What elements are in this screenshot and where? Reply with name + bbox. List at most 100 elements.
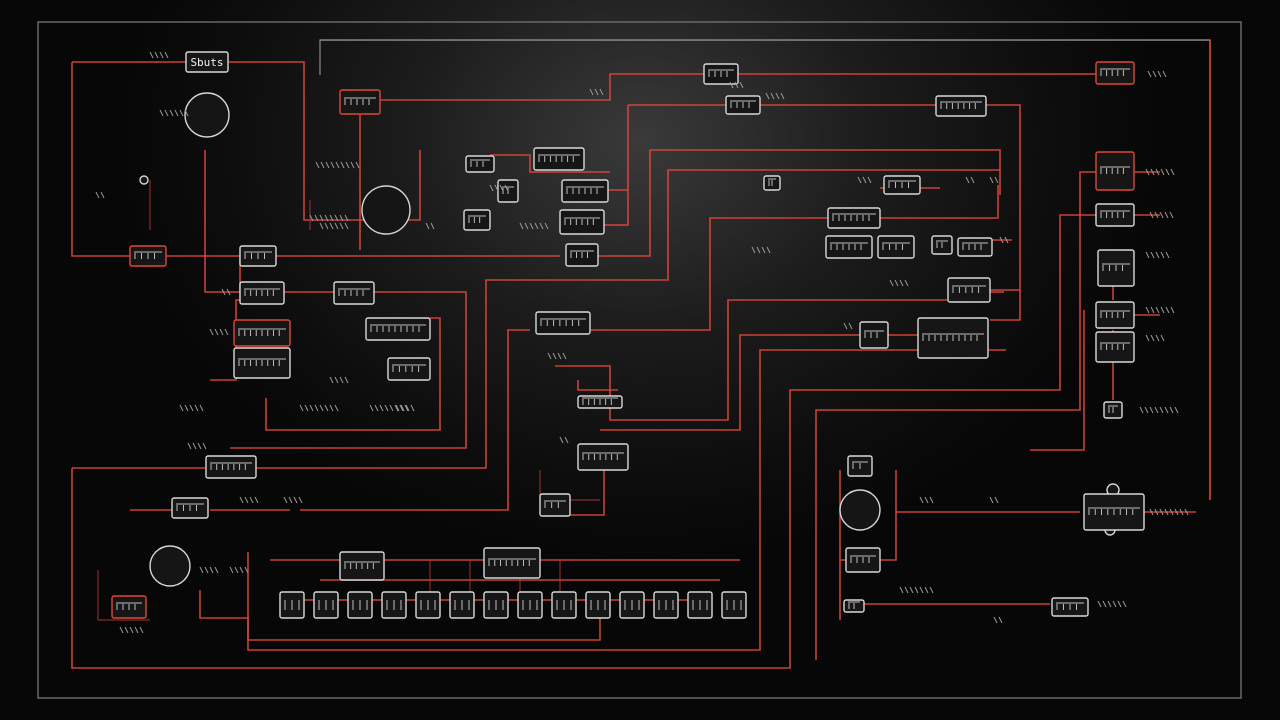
glyph-cluster bbox=[315, 161, 360, 169]
module-box bbox=[239, 281, 285, 305]
glyph-cluster bbox=[283, 496, 303, 504]
glyph-cluster bbox=[369, 404, 409, 412]
connector-module bbox=[415, 591, 441, 619]
glyph-cluster bbox=[919, 496, 934, 504]
module-box bbox=[859, 321, 889, 349]
glyph-cluster bbox=[489, 184, 509, 192]
circular-components bbox=[139, 92, 1120, 587]
module-box bbox=[947, 277, 991, 303]
module-box bbox=[535, 311, 591, 335]
glyph-cluster bbox=[999, 236, 1009, 244]
glyph-cluster bbox=[519, 222, 549, 230]
glyph-cluster bbox=[1145, 168, 1175, 176]
component-title-label: Sbuts bbox=[190, 56, 223, 69]
title-component-box: Sbuts bbox=[185, 51, 229, 73]
module-box bbox=[559, 209, 605, 235]
module-box bbox=[463, 209, 491, 231]
module-box bbox=[339, 551, 385, 581]
module-box bbox=[877, 235, 915, 259]
module-box bbox=[483, 547, 541, 579]
glyph-cluster bbox=[993, 616, 1003, 624]
connector-module bbox=[585, 591, 611, 619]
glyph-cluster bbox=[1149, 508, 1189, 516]
glyph-cluster bbox=[729, 81, 744, 89]
module-box bbox=[111, 595, 147, 619]
glyph-cluster bbox=[1147, 70, 1167, 78]
component-glyphs bbox=[95, 51, 1189, 634]
connector-module bbox=[381, 591, 407, 619]
glyph-cluster bbox=[239, 496, 259, 504]
module-box bbox=[843, 599, 865, 613]
glyph-cluster bbox=[857, 176, 872, 184]
module-box bbox=[539, 493, 571, 517]
module-box bbox=[1095, 301, 1135, 329]
module-box bbox=[465, 155, 495, 173]
glyph-cluster bbox=[319, 222, 349, 230]
glyph-cluster bbox=[899, 586, 934, 594]
module-box bbox=[561, 179, 609, 203]
connector-module bbox=[279, 591, 305, 619]
glyph-cluster bbox=[395, 404, 415, 412]
module-box bbox=[171, 497, 209, 519]
connector-module bbox=[347, 591, 373, 619]
connector-module bbox=[653, 591, 679, 619]
module-box bbox=[233, 319, 291, 347]
glyph-cluster bbox=[425, 222, 435, 230]
glyph-cluster bbox=[559, 436, 569, 444]
module-box bbox=[1097, 249, 1135, 287]
module-box bbox=[763, 175, 781, 191]
module-box bbox=[129, 245, 167, 267]
module-boxes bbox=[111, 61, 1145, 619]
glyph-cluster bbox=[989, 496, 999, 504]
glyph-cluster bbox=[95, 191, 105, 199]
glyph-cluster bbox=[751, 246, 771, 254]
glyph-cluster bbox=[209, 328, 229, 336]
glyph-cluster bbox=[1149, 211, 1174, 219]
connector-module bbox=[449, 591, 475, 619]
glyph-cluster bbox=[1145, 306, 1175, 314]
module-box bbox=[917, 317, 989, 359]
module-box bbox=[205, 455, 257, 479]
glyph-cluster bbox=[309, 214, 349, 222]
glyph-cluster bbox=[765, 92, 785, 100]
diagram-frame bbox=[37, 21, 1242, 699]
connector-module bbox=[517, 591, 543, 619]
module-box bbox=[387, 357, 431, 381]
glyph-cluster bbox=[1145, 251, 1170, 259]
glyph-cluster bbox=[329, 376, 349, 384]
module-box bbox=[339, 89, 381, 115]
connector-module bbox=[687, 591, 713, 619]
module-box bbox=[883, 175, 921, 195]
module-box bbox=[1103, 401, 1123, 419]
glyph-cluster bbox=[1139, 406, 1179, 414]
glyph-cluster bbox=[119, 626, 144, 634]
glyph-cluster bbox=[187, 442, 207, 450]
glyph-cluster bbox=[179, 404, 204, 412]
glyph-cluster bbox=[989, 176, 999, 184]
module-box bbox=[957, 237, 993, 257]
glyph-cluster bbox=[547, 352, 567, 360]
connector-module bbox=[551, 591, 577, 619]
module-box bbox=[333, 281, 375, 305]
module-box bbox=[1095, 151, 1135, 191]
module-box bbox=[1095, 203, 1135, 227]
glyph-cluster bbox=[149, 51, 169, 59]
module-box bbox=[847, 455, 873, 477]
glyph-cluster bbox=[299, 404, 339, 412]
module-box bbox=[365, 317, 431, 341]
connector-module bbox=[313, 591, 339, 619]
glyph-cluster bbox=[221, 288, 231, 296]
module-box bbox=[827, 207, 881, 229]
module-box bbox=[233, 347, 291, 379]
module-box bbox=[935, 95, 987, 117]
glyph-cluster bbox=[199, 566, 219, 574]
glyph-cluster bbox=[589, 88, 604, 96]
module-box bbox=[825, 235, 873, 259]
module-box bbox=[239, 245, 277, 267]
glyph-cluster bbox=[159, 109, 189, 117]
glyph-cluster bbox=[1097, 600, 1127, 608]
module-box bbox=[931, 235, 953, 255]
glyph-cluster bbox=[889, 279, 909, 287]
